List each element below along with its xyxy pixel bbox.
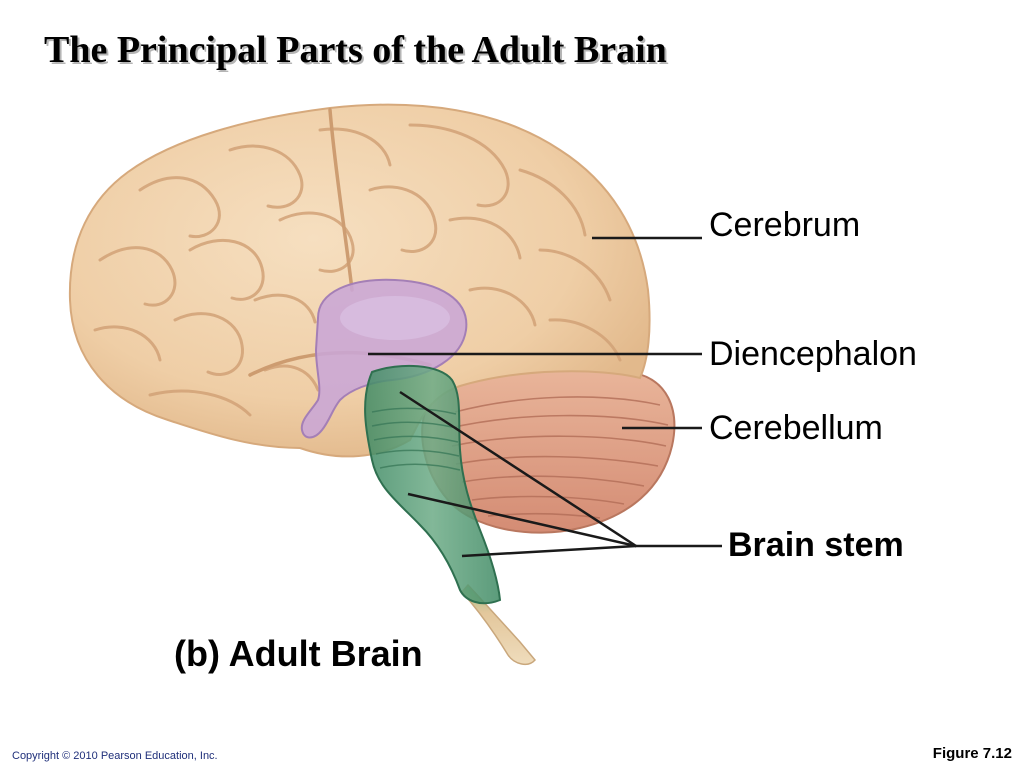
spinal-cord	[461, 583, 536, 666]
leader-line-brainstem-midbrain	[399, 390, 637, 548]
brain-stem-region	[364, 364, 502, 605]
label-cerebellum: Cerebellum	[709, 409, 883, 447]
copyright-notice: Copyright © 2010 Pearson Education, Inc.	[12, 750, 218, 762]
leader-lines	[368, 236, 722, 558]
leader-line-brainstem-medulla	[461, 544, 637, 558]
figure-caption: (b) Adult Brain	[174, 633, 423, 674]
pons-ridges	[371, 407, 461, 471]
figure-number: Figure 7.12	[932, 745, 1012, 762]
cerebrum-region	[68, 103, 651, 458]
leader-line-brainstem-pons	[407, 492, 637, 548]
label-brain-stem: Brain stem	[728, 526, 904, 564]
label-diencephalon: Diencephalon	[709, 335, 917, 373]
slide-title: The Principal Parts of the Adult Brain	[44, 29, 667, 71]
diencephalon-highlight	[340, 296, 450, 340]
label-cerebrum: Cerebrum	[709, 206, 861, 244]
cerebrum-gyri	[93, 108, 622, 417]
